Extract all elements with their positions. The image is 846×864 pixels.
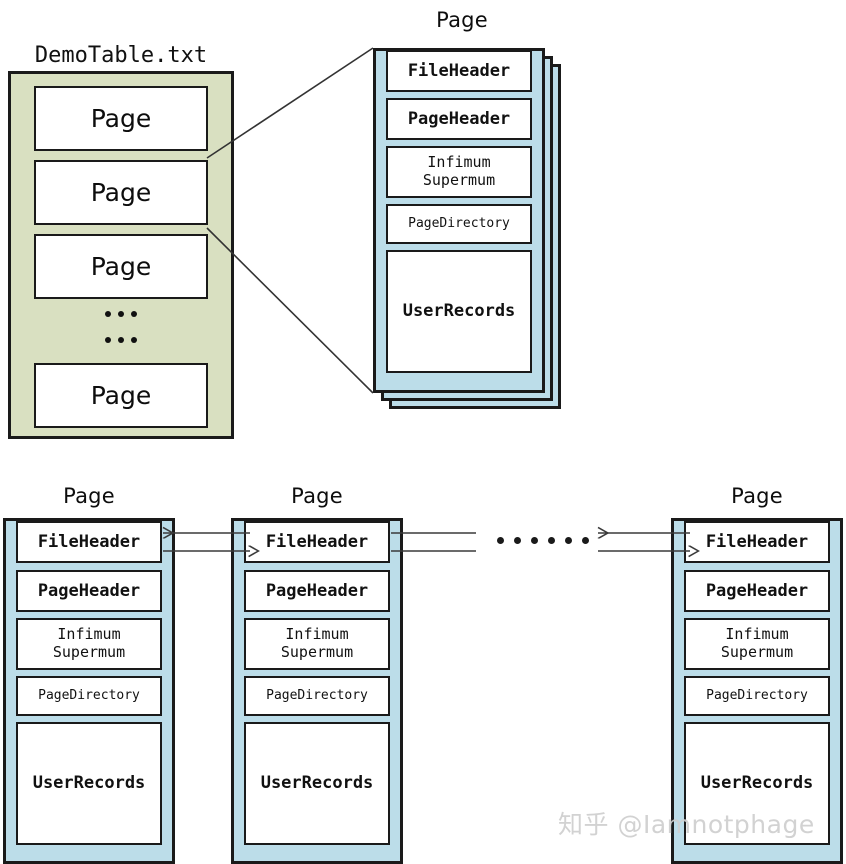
linked-page-2-caption: Page <box>291 484 343 508</box>
detail-slot-page-header[interactable]: PageHeader <box>386 98 532 140</box>
linked-page-2-slot-user-records[interactable]: UserRecords <box>244 722 390 845</box>
detail-slot-infimum-supremum[interactable]: Infimum Supermum <box>386 146 532 198</box>
file-ellipsis-row-1 <box>34 310 208 318</box>
linked-page-3-slot-file-header[interactable]: FileHeader <box>684 521 830 563</box>
slot-line: PageDirectory <box>706 688 808 704</box>
slot-line: FileHeader <box>37 531 141 552</box>
linked-page-1-slot-page-header[interactable]: PageHeader <box>16 570 162 612</box>
linked-page-3-slot-page-header[interactable]: PageHeader <box>684 570 830 612</box>
linked-page-1-slot-file-header[interactable]: FileHeader <box>16 521 162 563</box>
linked-page-1-caption: Page <box>63 484 115 508</box>
slot-line: UserRecords <box>402 301 516 322</box>
linked-page-2-slot-page-directory[interactable]: PageDirectory <box>244 676 390 716</box>
slot-line: FileHeader <box>407 60 511 81</box>
detail-slot-page-directory[interactable]: PageDirectory <box>386 204 532 244</box>
ellipsis-dot <box>118 337 124 343</box>
ellipsis-dot <box>105 337 111 343</box>
ellipsis-dot <box>118 311 124 317</box>
file-page-1[interactable]: Page <box>34 86 208 151</box>
linked-page-3-slot-infimum-supremum[interactable]: Infimum Supermum <box>684 618 830 670</box>
slot-line: Infimum <box>285 625 349 644</box>
ellipsis-dot <box>531 537 538 544</box>
linked-page-2-slot-page-header[interactable]: PageHeader <box>244 570 390 612</box>
slot-line: PageHeader <box>37 580 141 601</box>
slot-line: Infimum <box>427 153 491 172</box>
detail-slot-user-records[interactable]: UserRecords <box>386 250 532 373</box>
file-page-last[interactable]: Page <box>34 363 208 428</box>
slot-line: Supermum <box>52 643 126 661</box>
linked-page-3-caption: Page <box>731 484 783 508</box>
ellipsis-dot <box>514 537 521 544</box>
linked-page-1-slot-page-directory[interactable]: PageDirectory <box>16 676 162 716</box>
slot-line: Supermum <box>280 643 354 661</box>
slot-line: FileHeader <box>705 531 809 552</box>
detail-slot-file-header[interactable]: FileHeader <box>386 50 532 92</box>
file-title: DemoTable.txt <box>34 43 208 68</box>
linked-page-1-slot-user-records[interactable]: UserRecords <box>16 722 162 845</box>
file-page-2[interactable]: Page <box>34 160 208 225</box>
linked-page-2-slot-infimum-supremum[interactable]: Infimum Supermum <box>244 618 390 670</box>
slot-line: PageDirectory <box>408 216 510 232</box>
file-page-3[interactable]: Page <box>34 234 208 299</box>
linked-list-ellipsis <box>497 537 589 544</box>
slot-line: UserRecords <box>700 773 814 794</box>
slot-line: Infimum <box>57 625 121 644</box>
linked-page-3-slot-user-records[interactable]: UserRecords <box>684 722 830 845</box>
slot-line: PageHeader <box>265 580 369 601</box>
file-ellipsis-row-2 <box>34 336 208 344</box>
ellipsis-dot <box>548 537 555 544</box>
detail-page-caption: Page <box>436 8 488 32</box>
slot-line: Infimum <box>725 625 789 644</box>
watermark: 知乎 @Iamnotphage <box>558 810 815 839</box>
slot-line: PageHeader <box>705 580 809 601</box>
ellipsis-dot <box>497 537 504 544</box>
linked-page-3-slot-page-directory[interactable]: PageDirectory <box>684 676 830 716</box>
ellipsis-dot <box>105 311 111 317</box>
slot-line: Supermum <box>720 643 794 661</box>
ellipsis-dot <box>131 337 137 343</box>
ellipsis-dot <box>565 537 572 544</box>
slot-line: FileHeader <box>265 531 369 552</box>
slot-line: UserRecords <box>32 773 146 794</box>
linked-page-1-slot-infimum-supremum[interactable]: Infimum Supermum <box>16 618 162 670</box>
slot-line: Supermum <box>422 171 496 189</box>
ellipsis-dot <box>582 537 589 544</box>
slot-line: UserRecords <box>260 773 374 794</box>
ellipsis-dot <box>131 311 137 317</box>
slot-line: PageDirectory <box>266 688 368 704</box>
linked-page-2-slot-file-header[interactable]: FileHeader <box>244 521 390 563</box>
slot-line: PageHeader <box>407 108 511 129</box>
slot-line: PageDirectory <box>38 688 140 704</box>
